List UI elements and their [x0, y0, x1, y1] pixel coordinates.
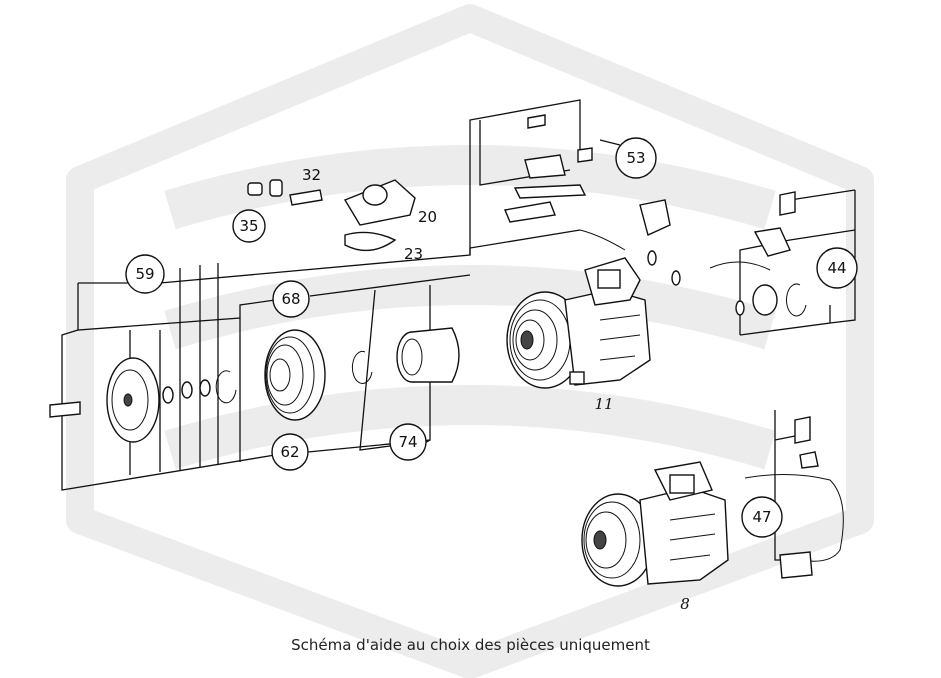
tag-23: 23	[404, 245, 423, 263]
svg-text:74: 74	[398, 433, 417, 451]
compressor-8	[581, 461, 729, 587]
washers	[162, 350, 373, 404]
callout-59: 59	[125, 254, 165, 294]
callout-53: 53	[615, 137, 657, 179]
compressor-11	[506, 257, 651, 389]
diagram-caption: Schéma d'aide au choix des pièces unique…	[291, 636, 650, 654]
svg-text:35: 35	[239, 217, 258, 235]
watermark-logo	[66, 4, 874, 678]
pulley	[264, 329, 326, 421]
tag-8: 8	[680, 595, 690, 613]
small-parts-top	[247, 179, 416, 252]
hoses-switches	[579, 191, 844, 579]
callout-44: 44	[816, 247, 858, 289]
svg-text:44: 44	[827, 259, 846, 277]
tag-20: 20	[418, 208, 437, 226]
callout-47: 47	[741, 496, 783, 538]
sleeve	[396, 327, 460, 383]
svg-text:53: 53	[626, 149, 645, 167]
callout-68: 68	[272, 280, 310, 318]
callout-74: 74	[389, 423, 427, 461]
callout-62: 62	[271, 433, 309, 471]
bracket-parts	[504, 114, 593, 223]
tag-32: 32	[302, 166, 321, 184]
svg-text:62: 62	[280, 443, 299, 461]
svg-text:59: 59	[135, 265, 154, 283]
callout-35: 35	[232, 209, 266, 243]
svg-text:68: 68	[281, 290, 300, 308]
clutch-plate	[49, 357, 160, 443]
svg-text:47: 47	[752, 508, 771, 526]
tag-11: 11	[594, 395, 613, 413]
